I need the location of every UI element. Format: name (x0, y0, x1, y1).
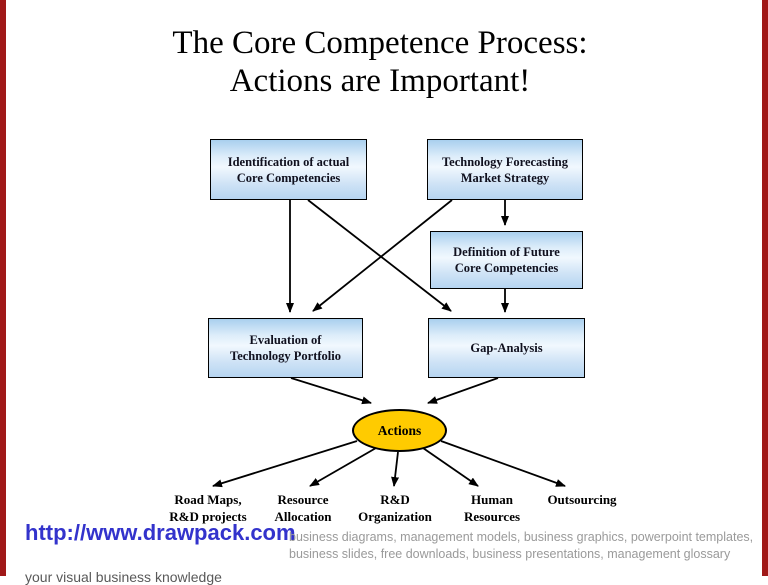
outcome-rd-organization: R&D Organization (334, 492, 456, 525)
arrow-actions-to-outsourcing (440, 440, 566, 487)
outcome-line: Allocation (274, 508, 332, 524)
outcome-resource-allocation: Resource Allocation (253, 492, 353, 525)
box-text-line: Definition of Future (453, 245, 560, 259)
slide-title-line1: The Core Competence Process: (172, 25, 588, 61)
right-edge-bar (762, 0, 768, 576)
arrow-gap-to-actions (427, 377, 499, 404)
slide-title: The Core Competence Process: Actions are… (0, 24, 760, 100)
actions-label: Actions (377, 422, 422, 438)
arrow-identification-to-gap (307, 199, 452, 312)
box-text-line: Gap-Analysis (470, 341, 543, 355)
box-evaluation-of-technology-portfolio: Evaluation of Technology Portfolio (208, 318, 363, 378)
outcome-line: R&D (380, 492, 410, 507)
outcome-line: Road Maps, (174, 492, 242, 507)
arrow-actions-to-roadmaps (212, 440, 358, 488)
arrow-technology-to-evaluation (312, 199, 453, 312)
outcome-human-resources: Human Resources (442, 492, 542, 525)
footer-tagline: your visual business knowledge (25, 569, 222, 585)
outcome-road-maps: Road Maps, R&D projects (148, 492, 268, 525)
actions-ellipse: Actions (352, 409, 447, 452)
arrow-actions-to-rd (391, 451, 400, 487)
slide-title-line2: Actions are Important! (229, 63, 531, 99)
outcome-line: Resource (277, 492, 329, 507)
arrow-actions-to-human (422, 447, 479, 487)
arrow-actions-to-resource (309, 447, 377, 487)
box-text-line: Core Competencies (236, 170, 341, 185)
outcome-line: Organization (358, 508, 432, 524)
box-text-line: Evaluation of (249, 333, 322, 347)
outcome-line: Human (471, 492, 513, 507)
box-definition-of-future-core-competencies: Definition of Future Core Competencies (430, 231, 583, 289)
box-gap-analysis: Gap-Analysis (428, 318, 585, 378)
box-identification-of-actual-core-competencies: Identification of actual Core Competenci… (210, 139, 367, 200)
box-technology-forecasting-market-strategy: Technology Forecasting Market Strategy (427, 139, 583, 200)
outcome-outsourcing: Outsourcing (522, 492, 642, 509)
box-text-line: Identification of actual (227, 154, 350, 169)
box-text-line: Technology Forecasting (441, 154, 569, 169)
outcome-line: Outsourcing (547, 492, 617, 507)
box-text-line: Technology Portfolio (230, 349, 341, 363)
arrow-evaluation-to-actions (290, 377, 372, 405)
drawpack-url-link[interactable]: http://www.drawpack.com (25, 520, 296, 545)
left-edge-bar (0, 0, 6, 576)
footer-keywords: business diagrams, management models, bu… (289, 530, 754, 561)
outcome-line: R&D projects (169, 508, 247, 524)
outcome-line: Resources (463, 508, 521, 524)
box-text-line: Core Competencies (454, 261, 559, 275)
box-text-line: Market Strategy (460, 170, 550, 185)
